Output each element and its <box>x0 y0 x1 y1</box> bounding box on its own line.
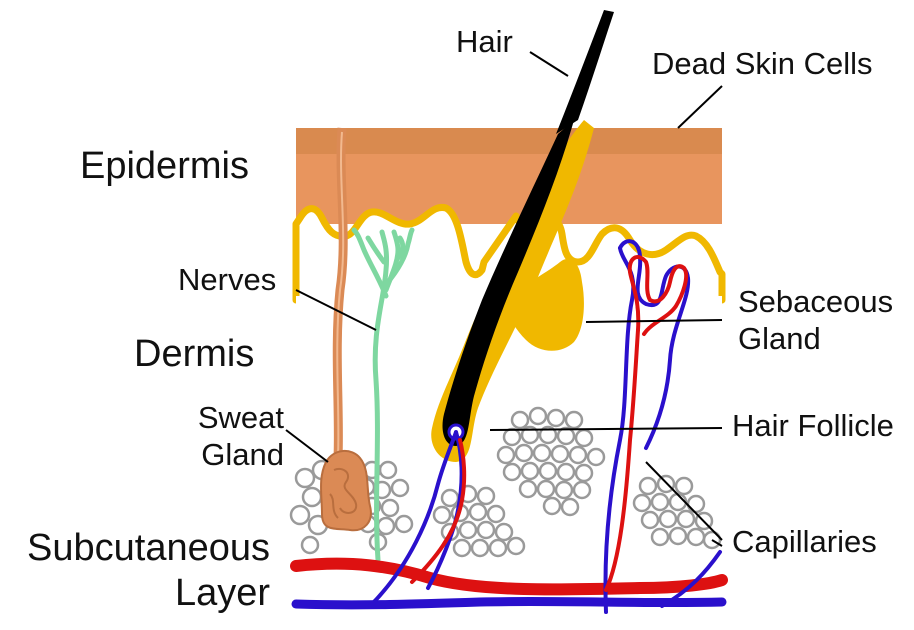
artery-main <box>296 564 722 590</box>
fat-cluster-right <box>634 476 720 548</box>
sebaceous-gland-label: Sebaceous Gland <box>738 284 893 357</box>
sweat-gland-label: Sweat Gland <box>170 400 284 473</box>
dead-skin-cells-label: Dead Skin Cells <box>652 46 873 83</box>
hair-label: Hair <box>456 24 513 61</box>
fat-cluster-right-upper <box>498 408 604 515</box>
hair-leader <box>530 52 568 76</box>
sweat-gland-leader <box>286 430 328 462</box>
nerves-label: Nerves <box>178 262 276 299</box>
sebaceous-line-1: Sebaceous <box>738 284 893 321</box>
vein-main <box>296 601 722 604</box>
sebaceous-line-2: Gland <box>738 321 893 358</box>
dermis-label: Dermis <box>134 332 254 377</box>
stratum-corneum <box>296 128 722 154</box>
sweat-gland-line-1: Sweat <box>170 400 284 437</box>
subcutaneous-line-1: Subcutaneous <box>10 526 270 571</box>
sebaceous-gland-leader <box>586 320 722 322</box>
hair-shaft <box>556 10 614 134</box>
epidermis-label: Epidermis <box>80 144 249 189</box>
subcutaneous-layer-label: Subcutaneous Layer <box>10 526 270 616</box>
hair-follicle-label: Hair Follicle <box>732 408 894 445</box>
sweat-gland-line-2: Gland <box>170 437 284 474</box>
capillaries-label: Capillaries <box>732 524 877 561</box>
dead-skin-cells-leader <box>678 86 722 128</box>
artery-right-trunk <box>606 330 638 590</box>
subcutaneous-line-2: Layer <box>10 571 270 616</box>
